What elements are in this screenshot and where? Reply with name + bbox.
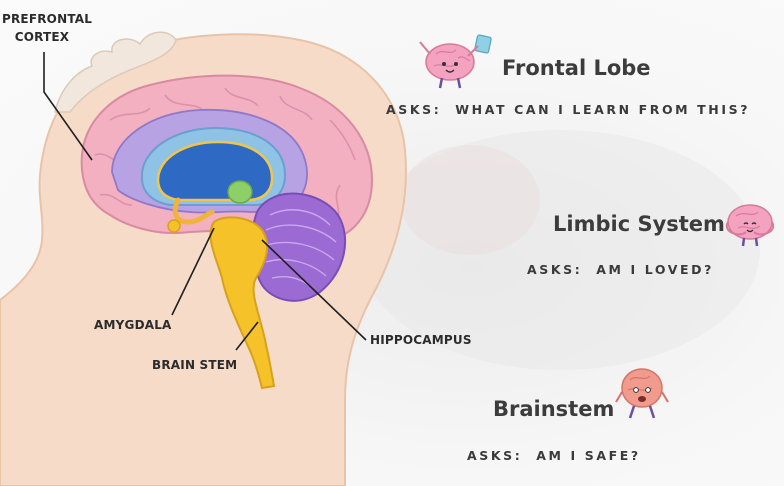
thalamus-node bbox=[228, 181, 252, 203]
brain-stem-label: BRAIN STEM bbox=[152, 358, 237, 372]
brainstem-title: Brainstem bbox=[493, 397, 614, 421]
brainstem-ask-prefix: ASKS: bbox=[467, 448, 522, 463]
prefrontal-cortex-label: PREFRONTAL CORTEX bbox=[2, 10, 82, 46]
happy-brain-with-book-icon bbox=[420, 35, 492, 88]
amygdala-node bbox=[168, 220, 180, 232]
limbic-ask-text: AM I LOVED? bbox=[596, 262, 714, 277]
frontal-lobe-title: Frontal Lobe bbox=[502, 56, 651, 80]
background-blob bbox=[400, 145, 540, 255]
prefrontal-label-line2: CORTEX bbox=[2, 28, 82, 46]
scared-brain-icon bbox=[616, 369, 668, 418]
frontal-ask-prefix: ASKS: bbox=[386, 102, 441, 117]
amygdala-label: AMYGDALA bbox=[94, 318, 172, 332]
limbic-system-title: Limbic System bbox=[553, 212, 725, 236]
frontal-lobe-question: ASKS: WHAT CAN I LEARN FROM THIS? bbox=[386, 102, 750, 117]
limbic-system-question: ASKS: AM I LOVED? bbox=[527, 262, 714, 277]
frontal-ask-text: WHAT CAN I LEARN FROM THIS? bbox=[455, 102, 750, 117]
hippocampus-label: HIPPOCAMPUS bbox=[370, 333, 472, 347]
brainstem-ask-text: AM I SAFE? bbox=[536, 448, 640, 463]
prefrontal-label-line1: PREFRONTAL bbox=[2, 10, 82, 28]
brainstem-question: ASKS: AM I SAFE? bbox=[467, 448, 641, 463]
limbic-ask-prefix: ASKS: bbox=[527, 262, 582, 277]
